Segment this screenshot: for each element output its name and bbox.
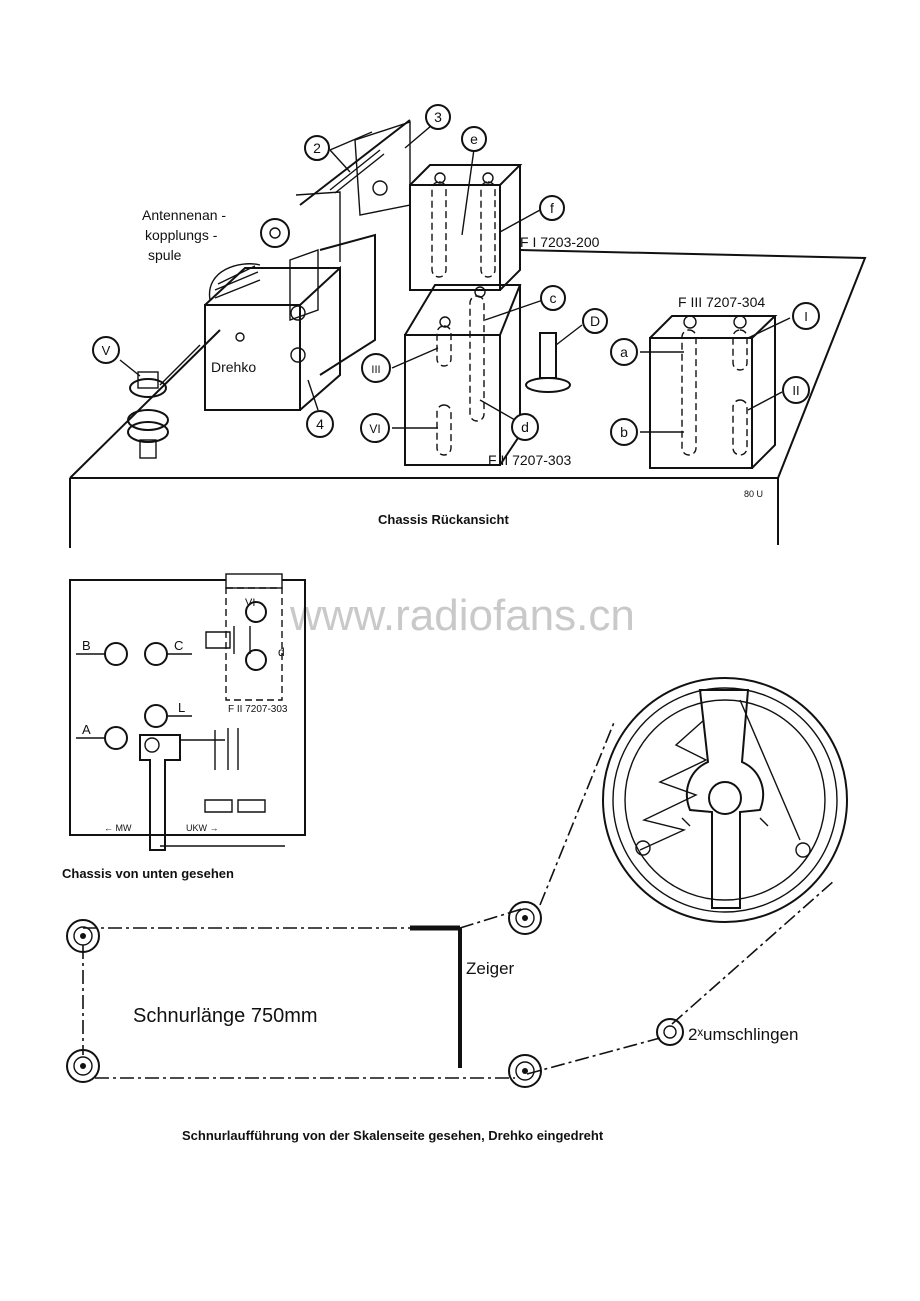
callout-a: a: [610, 338, 638, 366]
callout-c: c: [540, 285, 566, 311]
callout-V: V: [92, 336, 120, 364]
callout-b: b: [610, 418, 638, 446]
callout-VI: VI: [360, 413, 390, 443]
dial-drum: [602, 677, 848, 923]
chassis-bottom-view: B C A L VI d F II 7207-303 ← MW UKW → Ch…: [62, 573, 306, 881]
callouts: [119, 119, 791, 433]
filter-f1-label: F I 7203-200: [520, 234, 600, 250]
pulley-top-left: [66, 919, 100, 953]
cord-length-label: Schnurlänge 750mm: [133, 1005, 318, 1027]
svg-text:d: d: [278, 645, 285, 659]
callout-III: III: [361, 353, 391, 383]
callout-I: I: [792, 302, 820, 330]
pin-d: d: [245, 645, 285, 671]
callout-4: 4: [306, 410, 334, 438]
wrap-label: 2ˣumschlingen: [688, 1025, 798, 1044]
svg-text:VI: VI: [245, 597, 255, 609]
filter-f2-label: F II 7207-303: [488, 452, 571, 468]
filter-f2: [404, 284, 522, 466]
drehko-label: Drehko: [211, 359, 256, 375]
pointer-label: Zeiger: [466, 959, 515, 978]
cord-route: Schnurlänge 750mm Zeiger 2ˣumschlingen S…: [66, 719, 836, 1143]
antenna-coupling-coil: [260, 119, 411, 262]
watermark: www.radiofans.cn: [289, 591, 635, 640]
filter-f1: [409, 164, 523, 291]
callout-d: d: [511, 413, 539, 441]
svg-text:II: II: [792, 383, 799, 398]
callout-2: 2: [304, 135, 330, 161]
svg-text:C: C: [174, 638, 183, 653]
caption-cord-route: Schnurlaufführung von der Skalenseite ge…: [182, 1128, 604, 1143]
ukw-label: UKW →: [186, 823, 219, 833]
mw-label: ← MW: [104, 823, 132, 833]
svg-text:B: B: [82, 638, 91, 653]
svg-text:L: L: [178, 700, 185, 715]
svg-text:4: 4: [316, 416, 324, 432]
callout-D: D: [582, 308, 608, 334]
svg-text:V: V: [102, 343, 111, 358]
knob-v: [127, 371, 169, 459]
drehko-capacitor: [204, 233, 376, 411]
svg-text:2: 2: [313, 140, 321, 156]
pin-A: A: [76, 722, 128, 750]
callout-II: II: [782, 376, 810, 404]
coil-label-1: Antennenan -: [142, 207, 226, 223]
callout-e: e: [461, 126, 487, 152]
callout-f: f: [539, 195, 565, 221]
corner-code: 80 U: [744, 489, 763, 499]
pin-VI: VI: [245, 597, 267, 623]
callout-3: 3: [425, 104, 451, 130]
filter-f3-label: F III 7207-304: [678, 294, 765, 310]
pulley-top-right: [508, 901, 542, 935]
svg-text:c: c: [550, 290, 557, 306]
svg-text:3: 3: [434, 109, 442, 125]
caption-rear-view: Chassis Rückansicht: [378, 512, 509, 527]
pin-B: B: [76, 638, 128, 666]
bottom-filter-label: F II 7207-303: [228, 704, 288, 715]
pin-C: C: [144, 638, 192, 666]
svg-text:a: a: [620, 344, 628, 360]
svg-text:D: D: [590, 313, 600, 329]
svg-text:f: f: [550, 200, 554, 216]
pulley-bottom-right: [508, 1054, 542, 1088]
svg-text:III: III: [371, 364, 380, 376]
pin-L: L: [144, 700, 192, 728]
svg-text:VI: VI: [369, 422, 380, 436]
svg-text:d: d: [521, 419, 529, 435]
coil-label-2: kopplungs -: [145, 227, 218, 243]
svg-text:b: b: [620, 424, 628, 440]
screw-d: [525, 332, 571, 393]
svg-text:A: A: [82, 722, 91, 737]
caption-bottom-view: Chassis von unten gesehen: [62, 866, 234, 881]
filter-f3: [649, 315, 778, 469]
wrap-shaft: [656, 1018, 684, 1046]
coil-label-3: spule: [148, 247, 182, 263]
svg-text:e: e: [470, 131, 478, 147]
svg-text:I: I: [804, 309, 808, 324]
pulley-bottom-left: [66, 1049, 100, 1083]
chassis-rear-view: 2 3 e f c D I a II b d VI III 4 V Antenn…: [69, 104, 867, 548]
